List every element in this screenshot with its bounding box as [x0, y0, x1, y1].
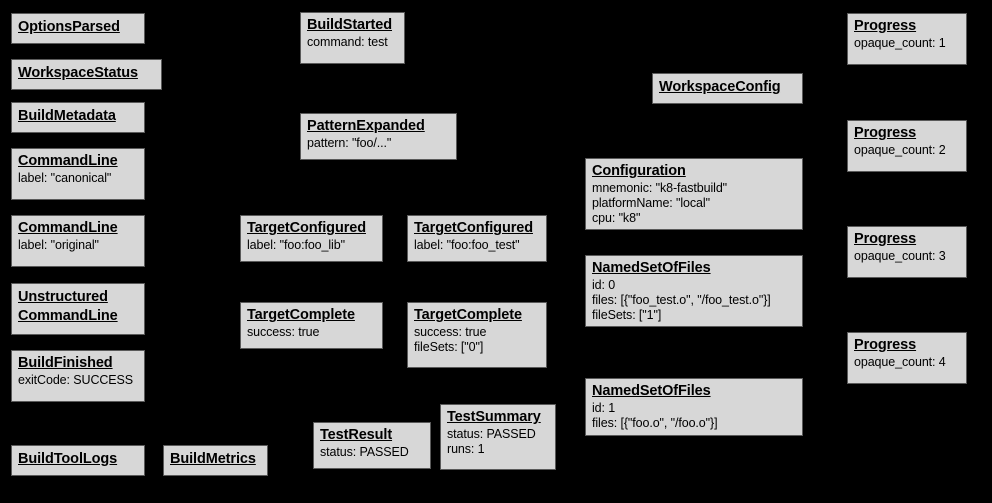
event-node-fields: exitCode: SUCCESS — [18, 373, 138, 388]
event-node-field: exitCode: SUCCESS — [18, 373, 134, 387]
event-node-fields: command: test — [307, 35, 398, 50]
event-node-build-tool-logs[interactable]: BuildToolLogs — [11, 445, 145, 476]
event-node-field: success: true — [247, 325, 320, 339]
event-node-fields: status: PASSED — [320, 445, 424, 460]
event-node-title: BuildMetrics — [170, 451, 256, 467]
event-node-title: PatternExpanded — [307, 118, 425, 134]
event-node-configuration[interactable]: Configuration mnemonic: "k8-fastbuild"pla… — [585, 158, 803, 230]
event-node-title: OptionsParsed — [18, 19, 120, 35]
event-node-title: NamedSetOfFiles — [592, 383, 711, 399]
event-node-pattern-expanded[interactable]: PatternExpanded pattern: "foo/..." — [300, 113, 457, 160]
event-node-title: Progress — [854, 337, 917, 353]
event-node-field: cpu: "k8" — [592, 211, 641, 225]
event-node-field: runs: 1 — [447, 442, 485, 456]
event-node-field: label: "canonical" — [18, 171, 112, 185]
event-node-field: opaque_count: 2 — [854, 143, 946, 157]
event-node-progress-2[interactable]: Progress opaque_count: 2 — [847, 120, 967, 172]
event-node-title: TargetComplete — [414, 307, 522, 323]
event-node-title: Configuration — [592, 163, 686, 179]
event-node-fields: mnemonic: "k8-fastbuild"platformName: "l… — [592, 181, 796, 226]
event-node-field: label: "original" — [18, 238, 99, 252]
event-node-title: BuildStarted — [307, 17, 393, 33]
event-node-field: files: [{"foo_test.o", "/foo_test.o"}] — [592, 293, 771, 307]
event-node-field: id: 1 — [592, 401, 616, 415]
event-node-fields: opaque_count: 4 — [854, 355, 960, 370]
event-node-fields: label: "canonical" — [18, 171, 138, 186]
event-node-fields: success: true — [247, 325, 376, 340]
event-node-build-metadata[interactable]: BuildMetadata — [11, 102, 145, 133]
event-node-title: BuildFinished — [18, 355, 113, 371]
event-node-fields: pattern: "foo/..." — [307, 136, 450, 151]
event-node-workspace-status[interactable]: WorkspaceStatus — [11, 59, 162, 90]
event-node-title: TargetConfigured — [414, 220, 533, 236]
event-node-field: mnemonic: "k8-fastbuild" — [592, 181, 728, 195]
event-node-unstructured-command-line[interactable]: Unstructured CommandLine — [11, 283, 145, 335]
event-node-build-metrics[interactable]: BuildMetrics — [163, 445, 268, 476]
event-node-title: TestResult — [320, 427, 393, 443]
event-node-field: id: 0 — [592, 278, 616, 292]
event-node-command-line-canonical[interactable]: CommandLine label: "canonical" — [11, 148, 145, 200]
event-node-title: Progress — [854, 18, 917, 34]
event-node-title: TestSummary — [447, 409, 541, 425]
event-node-field: status: PASSED — [320, 445, 409, 459]
event-node-title: CommandLine — [18, 220, 118, 236]
event-node-title: TargetConfigured — [247, 220, 366, 236]
event-node-workspace-config[interactable]: WorkspaceConfig — [652, 73, 803, 104]
event-node-title: BuildToolLogs — [18, 451, 118, 467]
event-node-build-started[interactable]: BuildStarted command: test — [300, 12, 405, 64]
event-node-field: platformName: "local" — [592, 196, 710, 210]
event-node-title: Progress — [854, 231, 917, 247]
event-node-title: TargetComplete — [247, 307, 355, 323]
event-node-build-finished[interactable]: BuildFinished exitCode: SUCCESS — [11, 350, 145, 402]
event-node-fields: label: "foo:foo_lib" — [247, 238, 376, 253]
event-node-field: pattern: "foo/..." — [307, 136, 392, 150]
event-node-fields: label: "foo:foo_test" — [414, 238, 540, 253]
event-node-field: command: test — [307, 35, 388, 49]
event-node-field: opaque_count: 4 — [854, 355, 946, 369]
event-node-field: files: [{"foo.o", "/foo.o"}] — [592, 416, 718, 430]
event-node-field: fileSets: ["1"] — [592, 308, 662, 322]
event-node-progress-4[interactable]: Progress opaque_count: 4 — [847, 332, 967, 384]
event-node-progress-1[interactable]: Progress opaque_count: 1 — [847, 13, 967, 65]
event-node-options-parsed[interactable]: OptionsParsed — [11, 13, 145, 44]
event-node-title: CommandLine — [18, 153, 118, 169]
event-node-field: status: PASSED — [447, 427, 536, 441]
event-node-title: NamedSetOfFiles — [592, 260, 711, 276]
event-node-field: opaque_count: 1 — [854, 36, 946, 50]
event-node-fields: opaque_count: 2 — [854, 143, 960, 158]
event-node-title: Unstructured CommandLine — [18, 289, 118, 324]
event-node-field: opaque_count: 3 — [854, 249, 946, 263]
event-node-target-complete-lib[interactable]: TargetComplete success: true — [240, 302, 383, 349]
event-node-title: BuildMetadata — [18, 108, 116, 124]
event-node-field: success: true — [414, 325, 487, 339]
event-node-field: fileSets: ["0"] — [414, 340, 484, 354]
event-node-title: WorkspaceStatus — [18, 65, 138, 81]
event-node-progress-3[interactable]: Progress opaque_count: 3 — [847, 226, 967, 278]
event-node-field: label: "foo:foo_lib" — [247, 238, 345, 252]
event-node-field: label: "foo:foo_test" — [414, 238, 520, 252]
event-node-target-configured-foo-lib[interactable]: TargetConfigured label: "foo:foo_lib" — [240, 215, 383, 262]
event-node-fields: opaque_count: 3 — [854, 249, 960, 264]
event-node-test-result[interactable]: TestResult status: PASSED — [313, 422, 431, 469]
event-node-title: WorkspaceConfig — [659, 79, 781, 95]
event-node-target-configured-foo-test[interactable]: TargetConfigured label: "foo:foo_test" — [407, 215, 547, 262]
event-node-fields: opaque_count: 1 — [854, 36, 960, 51]
event-node-title: Progress — [854, 125, 917, 141]
event-node-command-line-original[interactable]: CommandLine label: "original" — [11, 215, 145, 267]
event-node-fields: label: "original" — [18, 238, 138, 253]
